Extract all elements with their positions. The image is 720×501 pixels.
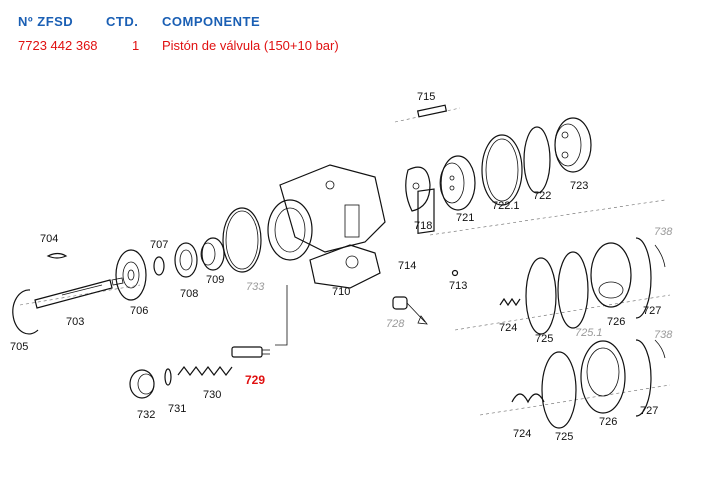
- part-708-bearing: [174, 242, 198, 278]
- label-724b: 724: [513, 428, 531, 440]
- label-728: 728: [386, 318, 405, 330]
- label-705: 705: [10, 341, 28, 353]
- part-726b-disk: [580, 340, 626, 414]
- label-731: 731: [168, 403, 186, 415]
- part-722-ring: [523, 126, 551, 194]
- part-726a-disk: [590, 242, 632, 308]
- part-housing: [267, 164, 386, 261]
- part-713: [451, 269, 459, 277]
- leader-729: [275, 285, 288, 346]
- label-704: 704: [40, 233, 58, 245]
- part-724b-spring: [511, 393, 545, 404]
- part-722-1-ring: [481, 134, 523, 206]
- axis-line: [454, 294, 671, 331]
- part-725-1-ring: [557, 251, 589, 329]
- part-727b-ring: [635, 339, 652, 417]
- label-703: 703: [66, 316, 84, 328]
- axis-line: [394, 107, 461, 123]
- label-714: 714: [398, 260, 416, 272]
- part-705-circlip: [12, 289, 39, 335]
- part-721-disk: [439, 155, 476, 211]
- part-731-washer: [164, 368, 172, 386]
- label-733: 733: [246, 281, 265, 293]
- label-722: 722: [533, 190, 551, 202]
- label-725a: 725: [535, 333, 553, 345]
- part-707: [153, 256, 165, 276]
- label-707: 707: [150, 239, 168, 251]
- label-708: 708: [180, 288, 198, 300]
- header-number: Nº ZFSD: [18, 14, 74, 29]
- part-725b-ring: [541, 351, 577, 429]
- label-710: 710: [332, 286, 350, 298]
- part-723-cap: [554, 117, 592, 173]
- part-703-shaft: [34, 277, 124, 309]
- part-727a-ring: [635, 237, 652, 319]
- row-component: Pistón de válvula (150+10 bar): [162, 38, 339, 53]
- label-722-1: 722.1: [492, 200, 520, 212]
- part-733-oring: [222, 207, 262, 273]
- header-qty: CTD.: [106, 14, 139, 29]
- label-738b: 738: [654, 329, 673, 341]
- part-706-bearing: [115, 249, 147, 301]
- label-724a: 724: [499, 322, 517, 334]
- label-738a: 738: [654, 226, 673, 238]
- part-710-valve: [309, 244, 381, 289]
- label-725-1: 725.1: [575, 327, 603, 339]
- label-729: 729: [245, 373, 265, 387]
- label-727a: 727: [643, 305, 661, 317]
- row-number: 7723 442 368: [18, 38, 98, 53]
- part-724a-spring: [499, 297, 521, 307]
- axis-line: [19, 284, 141, 306]
- part-718: [405, 166, 431, 212]
- label-725b: 725: [555, 431, 573, 443]
- label-715: 715: [417, 91, 435, 103]
- label-726b: 726: [599, 416, 617, 428]
- row-qty: 1: [132, 38, 140, 53]
- label-721: 721: [456, 212, 474, 224]
- label-727b: 727: [640, 405, 658, 417]
- label-718: 718: [414, 220, 432, 232]
- part-728-plug: [392, 296, 428, 325]
- label-726a: 726: [607, 316, 625, 328]
- part-730-spring: [177, 366, 233, 376]
- part-738b: [654, 339, 666, 359]
- label-732: 732: [137, 409, 155, 421]
- part-738a: [654, 244, 666, 268]
- part-715-pin: [416, 104, 448, 118]
- part-729-piston: [231, 346, 270, 358]
- label-723: 723: [570, 180, 588, 192]
- part-704-key: [46, 252, 68, 259]
- label-713: 713: [449, 280, 467, 292]
- part-714-plate: [417, 188, 435, 234]
- header-component: COMPONENTE: [162, 14, 261, 29]
- label-709: 709: [206, 274, 224, 286]
- label-730: 730: [203, 389, 221, 401]
- part-709: [200, 237, 225, 271]
- part-725a-ring: [525, 257, 557, 335]
- label-706: 706: [130, 305, 148, 317]
- part-732-plug: [129, 369, 155, 399]
